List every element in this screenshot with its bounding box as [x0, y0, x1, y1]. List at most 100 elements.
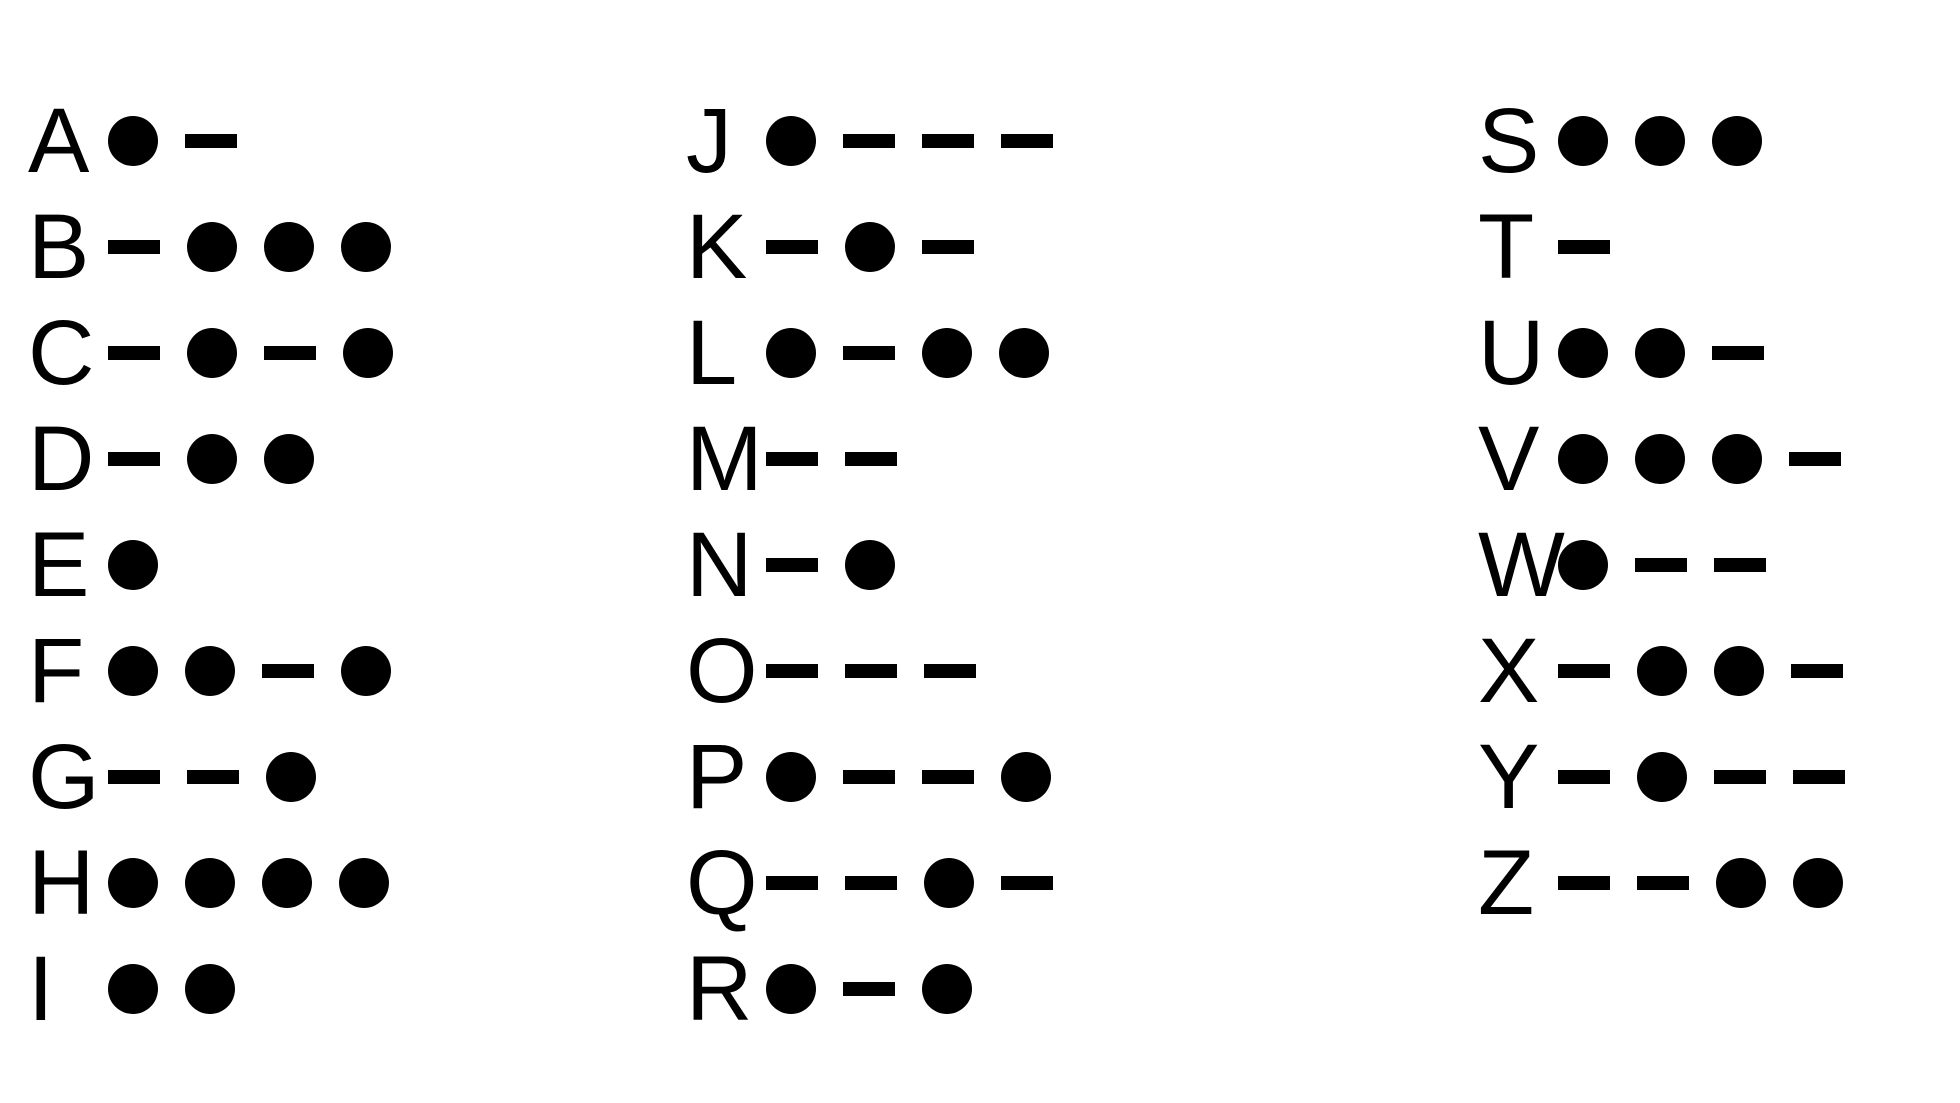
morse-dash	[766, 876, 818, 890]
morse-entry-f: F	[28, 618, 393, 724]
morse-letter: C	[28, 302, 94, 404]
morse-dash	[766, 452, 818, 466]
morse-dot	[339, 858, 389, 908]
morse-dot	[1635, 116, 1685, 166]
morse-dot	[1635, 328, 1685, 378]
morse-dot	[766, 964, 816, 1014]
morse-dash	[766, 240, 818, 254]
morse-code-sequence	[766, 964, 972, 1014]
morse-dot	[266, 752, 316, 802]
morse-dot	[1558, 116, 1608, 166]
morse-dash	[922, 770, 974, 784]
morse-code-sequence	[1558, 646, 1843, 696]
morse-letter: S	[1478, 90, 1539, 192]
morse-dash	[766, 664, 818, 678]
morse-letter: G	[28, 726, 100, 828]
morse-dash	[262, 664, 314, 678]
morse-dash	[108, 346, 160, 360]
morse-letter: H	[28, 832, 94, 934]
morse-letter: L	[686, 302, 737, 404]
morse-entry-g: G	[28, 724, 393, 830]
morse-dot	[1793, 858, 1843, 908]
morse-entry-l: L	[686, 300, 1053, 406]
morse-dot	[922, 328, 972, 378]
morse-dot	[108, 858, 158, 908]
morse-dash	[108, 770, 160, 784]
morse-letter: R	[686, 938, 752, 1040]
morse-letter: U	[1478, 302, 1544, 404]
morse-letter: Q	[686, 832, 758, 934]
morse-dot	[108, 116, 158, 166]
morse-entry-k: K	[686, 194, 1053, 300]
morse-dot	[1558, 540, 1608, 590]
morse-dot	[264, 434, 314, 484]
morse-dot	[1712, 434, 1762, 484]
morse-entry-m: M	[686, 406, 1053, 512]
morse-entry-v: V	[1478, 406, 1845, 512]
morse-dot	[341, 222, 391, 272]
morse-dash	[264, 346, 316, 360]
morse-letter: V	[1478, 408, 1539, 510]
morse-entry-w: W	[1478, 512, 1845, 618]
morse-letter: A	[28, 90, 89, 192]
morse-code-sequence	[1558, 240, 1610, 254]
morse-code-sequence	[766, 116, 1053, 166]
morse-entry-r: R	[686, 936, 1053, 1042]
morse-entry-y: Y	[1478, 724, 1845, 830]
morse-code-sequence	[108, 540, 158, 590]
morse-dot	[1714, 646, 1764, 696]
morse-dot	[845, 222, 895, 272]
morse-dot	[1637, 646, 1687, 696]
morse-letter: F	[28, 620, 84, 722]
morse-letter: B	[28, 196, 89, 298]
morse-entry-z: Z	[1478, 830, 1845, 936]
morse-dash	[843, 346, 895, 360]
morse-dot	[341, 646, 391, 696]
morse-entry-t: T	[1478, 194, 1845, 300]
morse-letter: E	[28, 514, 89, 616]
morse-dot	[999, 328, 1049, 378]
morse-code-sequence	[766, 328, 1049, 378]
morse-code-sequence	[1558, 540, 1766, 590]
morse-dot	[1637, 752, 1687, 802]
morse-dot	[924, 858, 974, 908]
morse-code-sequence	[1558, 328, 1764, 378]
morse-dot	[264, 222, 314, 272]
morse-dash	[1712, 346, 1764, 360]
morse-code-sequence	[108, 222, 391, 272]
morse-dot	[187, 222, 237, 272]
morse-letter: D	[28, 408, 94, 510]
morse-letter: W	[1478, 514, 1565, 616]
morse-dash	[922, 134, 974, 148]
morse-dash	[1558, 664, 1610, 678]
morse-dash	[1635, 558, 1687, 572]
morse-dash	[1793, 770, 1845, 784]
morse-dash	[1791, 664, 1843, 678]
morse-code-sequence	[108, 752, 316, 802]
morse-code-sequence	[1558, 434, 1841, 484]
morse-code-sequence	[108, 646, 391, 696]
morse-entry-x: X	[1478, 618, 1845, 724]
morse-code-sequence	[108, 116, 237, 166]
morse-dash	[924, 664, 976, 678]
morse-code-sequence	[766, 752, 1051, 802]
morse-dash	[1001, 876, 1053, 890]
morse-code-sequence	[108, 328, 393, 378]
morse-letter: T	[1478, 196, 1534, 298]
morse-dash	[922, 240, 974, 254]
morse-dash	[1637, 876, 1689, 890]
morse-dash	[845, 664, 897, 678]
morse-entry-h: H	[28, 830, 393, 936]
morse-letter: J	[686, 90, 732, 192]
morse-dot	[343, 328, 393, 378]
morse-dot	[922, 964, 972, 1014]
morse-dot	[766, 752, 816, 802]
morse-entry-b: B	[28, 194, 393, 300]
morse-dash	[108, 240, 160, 254]
morse-dash	[108, 452, 160, 466]
morse-dot	[108, 540, 158, 590]
morse-code-sequence	[766, 452, 897, 466]
morse-entry-u: U	[1478, 300, 1845, 406]
